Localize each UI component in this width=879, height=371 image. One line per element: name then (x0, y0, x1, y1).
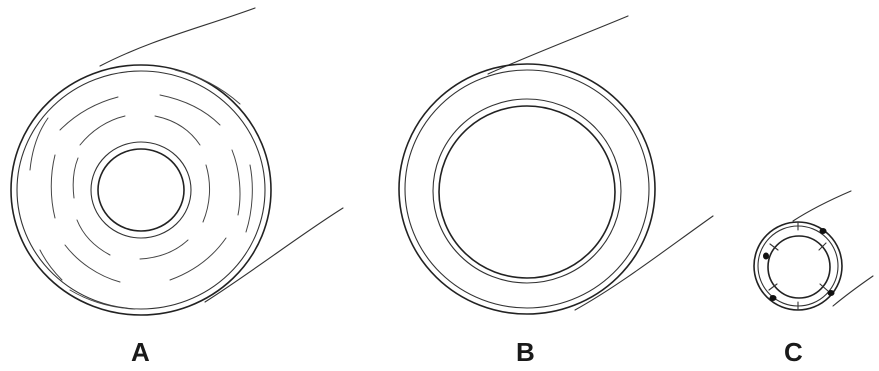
figure-c-dot-3 (770, 295, 777, 301)
figure-c-dot-2 (763, 253, 769, 260)
figure-a-lumen (98, 149, 184, 231)
figure-c (754, 191, 873, 310)
figure-c-wall-segments (769, 222, 828, 310)
figure-c-outer-wall (754, 222, 842, 310)
figure-b-lumen (439, 106, 615, 278)
figure-a-bottom-edge (205, 208, 343, 302)
figure-b-lumen-outer (433, 99, 621, 283)
figure-c-label: C (784, 339, 803, 365)
figure-b-bottom-edge (575, 216, 713, 310)
figure-a-label: A (131, 339, 150, 365)
figure-b (399, 16, 713, 314)
figure-a-top-edge (100, 8, 255, 66)
figure-c-top-edge (793, 191, 851, 221)
figure-c-dot-4 (828, 290, 835, 296)
figure-a-wall-texture (30, 70, 252, 309)
figure-c-lumen (768, 236, 830, 298)
figure-a (11, 8, 343, 315)
figure-c-dot-1 (820, 228, 827, 234)
figure-a-outer-wall (11, 65, 271, 315)
figure-a-lumen-outer (91, 142, 191, 238)
figure-b-label: B (516, 339, 535, 365)
figure-c-outer-wall-inner-line (758, 226, 838, 306)
figure-a-outer-wall-inner-line (17, 71, 265, 309)
figure-b-outer-wall (399, 64, 655, 314)
